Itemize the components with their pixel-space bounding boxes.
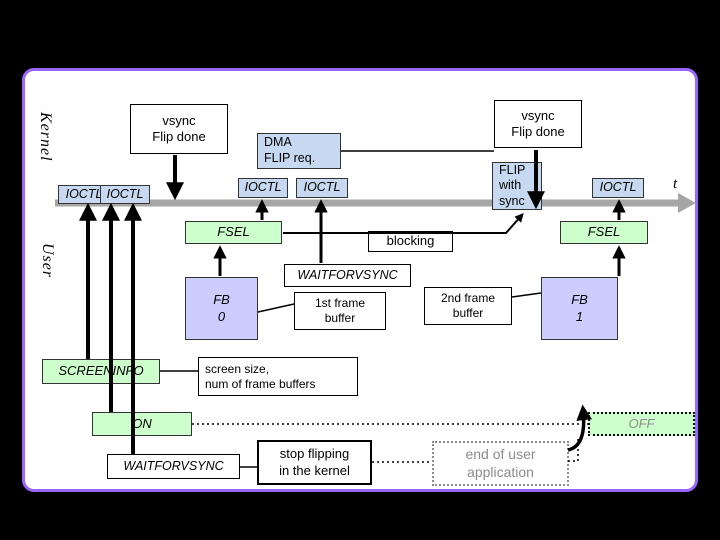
stop-flipping-note: stop flipping in the kernel (257, 440, 372, 485)
dma-flip-req-box: DMA FLIP req. (257, 133, 341, 169)
waitforvsync-box-lower: WAITFORVSYNC (107, 454, 240, 479)
frame-buffer-1-box: FB 1 (541, 277, 618, 340)
fsel-box-right: FSEL (560, 221, 648, 244)
frame-buffer-0-box: FB 0 (185, 277, 258, 340)
first-frame-buffer-note: 1st frame buffer (294, 292, 386, 330)
end-of-user-application-note: end of user application (432, 441, 569, 486)
ioctl-box-4: IOCTL (296, 178, 348, 198)
flip-with-sync-box: FLIP with sync (492, 162, 542, 210)
off-state-box: OFF (588, 412, 695, 436)
user-lane-label: User (39, 243, 56, 279)
kernel-lane-label: Kernel (37, 112, 54, 162)
fsel-box-left: FSEL (185, 221, 282, 244)
vsync-flip-done-box-right: vsync Flip done (494, 100, 582, 148)
ioctl-box-3: IOCTL (238, 178, 288, 198)
on-state-box: ON (92, 412, 192, 436)
ioctl-box-5: IOCTL (592, 178, 644, 198)
screeninfo-box: SCREENINFO (42, 359, 160, 384)
ioctl-box-2: IOCTL (100, 185, 150, 204)
vsync-flip-done-box-left: vsync Flip done (130, 104, 228, 154)
second-frame-buffer-note: 2nd frame buffer (424, 287, 512, 325)
blocking-box: blocking (368, 231, 453, 252)
time-axis-label: t (673, 176, 678, 192)
waitforvsync-box-upper: WAITFORVSYNC (284, 264, 411, 287)
screen-size-note: screen size, num of frame buffers (198, 357, 358, 396)
